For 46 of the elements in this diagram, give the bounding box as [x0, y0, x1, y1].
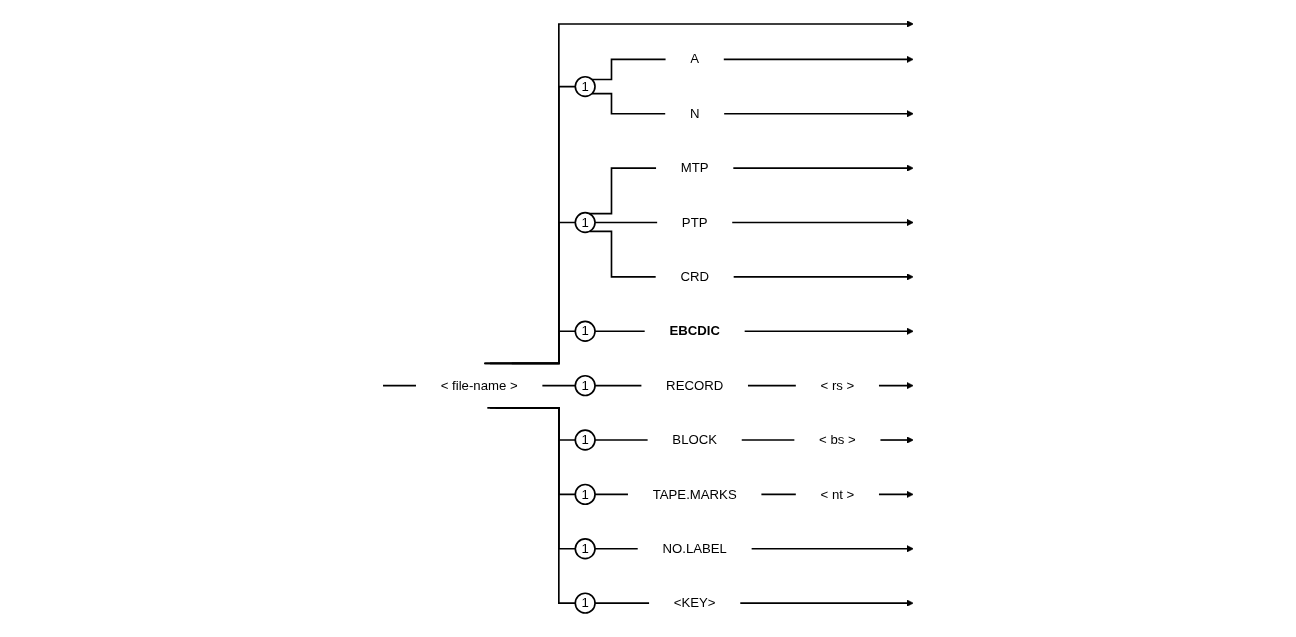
syntax-term: <KEY> — [673, 595, 716, 610]
connector-line — [746, 384, 797, 387]
connector-line — [510, 330, 576, 365]
syntax-term: < nt > — [820, 487, 855, 501]
arrow — [877, 382, 914, 390]
connector-line — [588, 230, 657, 278]
count-bubble: 1 — [574, 592, 596, 614]
arrow — [731, 218, 914, 227]
syntax-term: BLOCK — [672, 432, 717, 447]
count-bubble: 1 — [574, 429, 596, 451]
arrow — [732, 164, 914, 172]
connector-line — [484, 85, 576, 365]
arrow — [732, 273, 914, 281]
count-bubble: 1 — [574, 374, 596, 397]
arrow — [877, 490, 914, 498]
connector-line — [541, 384, 576, 387]
syntax-term: NO.LABEL — [662, 541, 727, 556]
arrow — [723, 110, 914, 118]
syntax-term: MTP — [680, 160, 709, 175]
syntax-term: RECORD — [665, 378, 724, 393]
connector-line — [489, 221, 576, 365]
connector-line — [760, 493, 797, 496]
arrow — [879, 436, 914, 444]
arrow — [722, 55, 914, 63]
count-bubble: 1 — [574, 75, 596, 98]
connector-line — [740, 439, 795, 441]
syntax-term: PTP — [681, 215, 708, 230]
connector-line — [486, 407, 576, 604]
syntax-term: < bs > — [818, 432, 856, 447]
syntax-term: CRD — [680, 269, 709, 284]
syntax-term: N — [689, 106, 700, 121]
arrow — [739, 599, 914, 607]
syntax-term: TAPE.MARKS — [652, 487, 737, 501]
syntax-term: A — [690, 51, 699, 66]
count-bubble: 1 — [574, 211, 596, 234]
arrow — [483, 20, 914, 365]
arrow — [750, 545, 914, 553]
connector-line — [382, 384, 417, 387]
count-bubble: 1 — [574, 483, 596, 506]
arrow — [743, 327, 914, 335]
syntax-term: EBCDIC — [669, 323, 720, 338]
count-bubble: 1 — [574, 320, 596, 342]
syntax-term: < file-name > — [440, 378, 518, 393]
count-bubble: 1 — [574, 538, 596, 560]
syntax-term: < rs > — [820, 378, 855, 393]
connector-line — [588, 167, 657, 215]
